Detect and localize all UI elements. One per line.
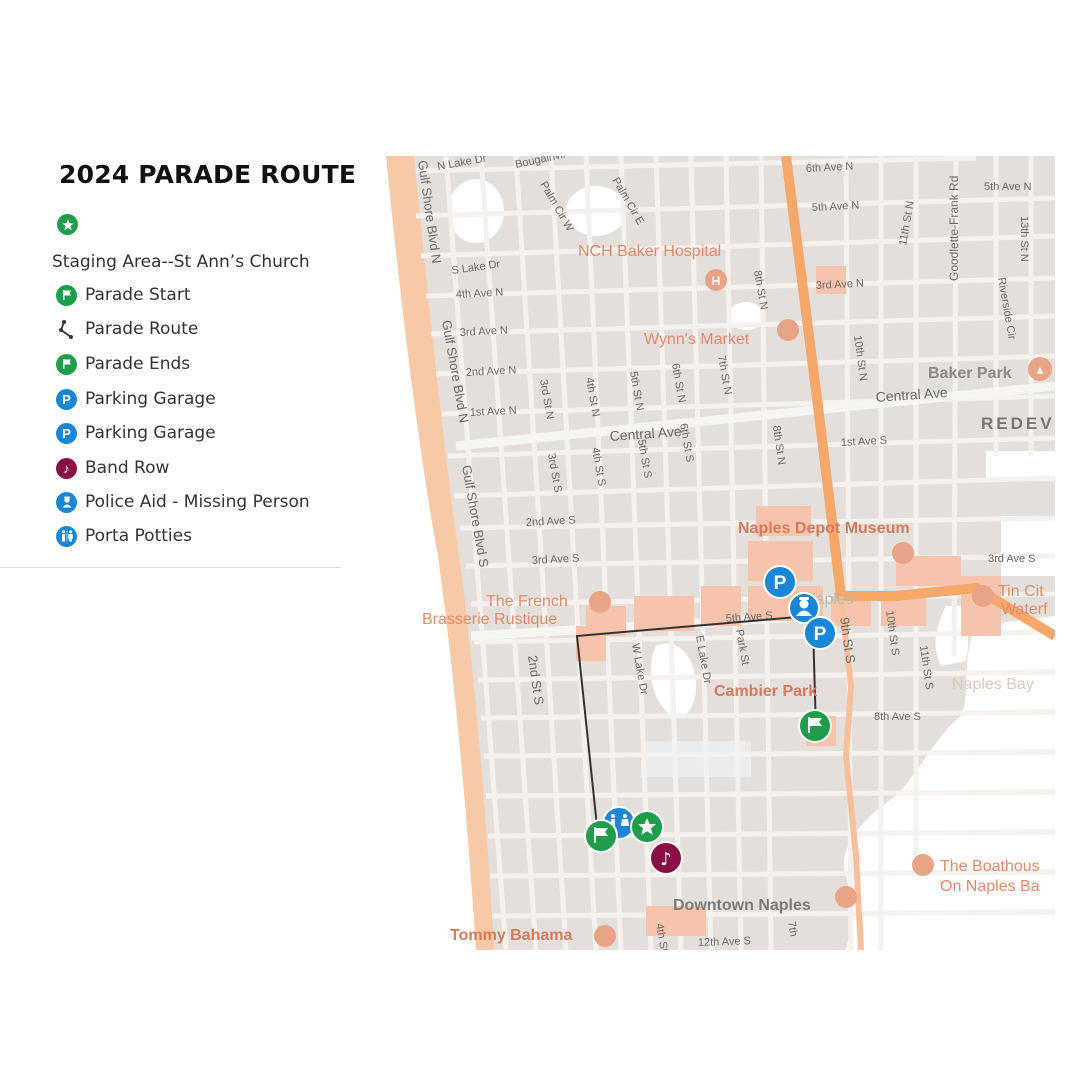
street-label: 2nd Ave N (466, 364, 517, 379)
marker-parking-1[interactable]: P (763, 565, 797, 599)
page-title: 2024 PARADE ROUTE (59, 160, 357, 189)
marker-parade-start[interactable] (584, 819, 618, 853)
flag-icon (56, 284, 77, 306)
music-note-icon: ♪ (56, 457, 77, 479)
legend-item-porta-potties: Porta Potties (56, 524, 192, 548)
shopping-icon (777, 319, 799, 341)
svg-text:♪: ♪ (660, 849, 672, 870)
legend-label: Porta Potties (85, 526, 192, 546)
legend-label: Parade Start (85, 285, 191, 305)
street-label: Central Ave (875, 384, 948, 405)
street-label: 7th (785, 920, 799, 937)
place-label: Cambier Park (714, 683, 817, 700)
bay-dock-2 (1001, 516, 1055, 576)
restaurant-icon (589, 591, 611, 613)
restaurant-icon-2 (912, 854, 934, 876)
place-label: Naples Bay (952, 676, 1034, 693)
street-grid (415, 156, 1055, 950)
place-label: Naples Depot Museum (738, 520, 910, 537)
street-label: 3rd Ave N (816, 277, 865, 292)
beach (386, 156, 494, 950)
place-label: Tommy Bahama (450, 927, 573, 944)
place-label: Baker Park (928, 365, 1012, 382)
marker-staging-area[interactable] (630, 810, 664, 844)
poi-icons (589, 269, 1052, 947)
legend-item-band-row: ♪ Band Row (56, 456, 169, 480)
street-label: 9th St S (837, 616, 858, 664)
legend-label: Police Aid - Missing Person (85, 492, 310, 512)
street-label: 3rd Ave S (532, 553, 580, 567)
legend-item-parking-garage-2: P Parking Garage (56, 421, 216, 445)
place-label: Downtown Naples (673, 897, 811, 914)
street-label: 3rd Ave N (460, 324, 509, 339)
parking-icon: P (56, 388, 77, 410)
museum-icon (892, 542, 914, 564)
park-plaza (641, 741, 751, 777)
place-label: The French (486, 593, 568, 610)
street-label: 8th St N (770, 425, 787, 466)
street-label: 1st Ave S (841, 435, 888, 449)
legend-item-parade-route: Parade Route (56, 317, 198, 341)
parking-icon: P (56, 422, 77, 444)
legend-staging-label: Staging Area--St Ann’s Church (52, 252, 310, 272)
street-label: 5th Ave N (812, 200, 860, 214)
marker-parade-ends[interactable] (798, 709, 832, 743)
street-label: 2nd St S (525, 654, 547, 706)
svg-text:▲: ▲ (1034, 363, 1046, 377)
police-icon (56, 491, 77, 513)
marker-parking-2[interactable]: P (803, 616, 837, 650)
svg-text:H: H (712, 274, 721, 288)
street-label: 2nd Ave S (526, 514, 577, 529)
legend-item-police-aid: Police Aid - Missing Person (56, 490, 310, 514)
camera-icon (835, 886, 857, 908)
street-label: 8th Ave S (874, 711, 921, 723)
legend-label: Parade Ends (85, 354, 191, 374)
place-label: Brasserie Rustique (422, 611, 557, 628)
legend-item-parking-garage-1: P Parking Garage (56, 387, 216, 411)
marker-police-aid[interactable] (788, 592, 820, 624)
district-label: REDEV (981, 414, 1055, 433)
place-label: Waterf (1001, 601, 1048, 618)
street-label: 13th St N (1018, 216, 1030, 262)
street-label: 5th Ave S (725, 610, 773, 625)
street-label: Goodlette-Frank Rd (947, 176, 961, 281)
legend-label: Parking Garage (85, 389, 216, 409)
place-label: NCH Baker Hospital (578, 243, 721, 260)
park-icon (1028, 357, 1052, 381)
shopping-icon-2 (972, 585, 994, 607)
route-icon (56, 319, 77, 340)
marker-band-row[interactable]: ♪ (649, 841, 683, 875)
street-label: 4th Ave N (456, 287, 504, 301)
restroom-icon (56, 525, 77, 547)
place-label: On Naples Ba (940, 878, 1040, 895)
place-label: Tin Cit (998, 583, 1044, 600)
star-icon (57, 214, 78, 235)
street-label: 4th St (653, 922, 670, 950)
legend-divider (0, 567, 341, 568)
street-label: 1st Ave N (470, 405, 517, 419)
street-label: 5th Ave N (984, 181, 1032, 193)
legend-label: Parade Route (85, 319, 199, 339)
legend-item-parade-ends: Parade Ends (56, 352, 190, 376)
street-label: 12th Ave S (698, 935, 751, 949)
svg-text:P: P (774, 573, 787, 594)
place-label: Wynn's Market (644, 331, 750, 348)
parade-route-map[interactable]: N Lake Dr Bougainvil 6th Ave N 5th Ave N… (376, 156, 1055, 950)
place-label: The Boathous (940, 858, 1040, 875)
legend-label: Parking Garage (85, 423, 216, 443)
legend-item-parade-start: Parade Start (56, 283, 191, 307)
lake-1 (448, 179, 504, 243)
svg-text:P: P (814, 624, 827, 645)
naples-bay-water (844, 616, 1055, 950)
poi-glyphs: H ▲ (712, 274, 1046, 377)
hospital-icon (705, 269, 727, 291)
restaurant-icon-3 (594, 925, 616, 947)
flag-icon (56, 353, 77, 375)
street-label: Central Ave (609, 423, 682, 444)
legend-label: Band Row (85, 458, 170, 478)
street-label: 3rd Ave S (988, 553, 1036, 565)
street-label: 6th Ave N (806, 161, 854, 175)
gulf-water (376, 156, 476, 950)
